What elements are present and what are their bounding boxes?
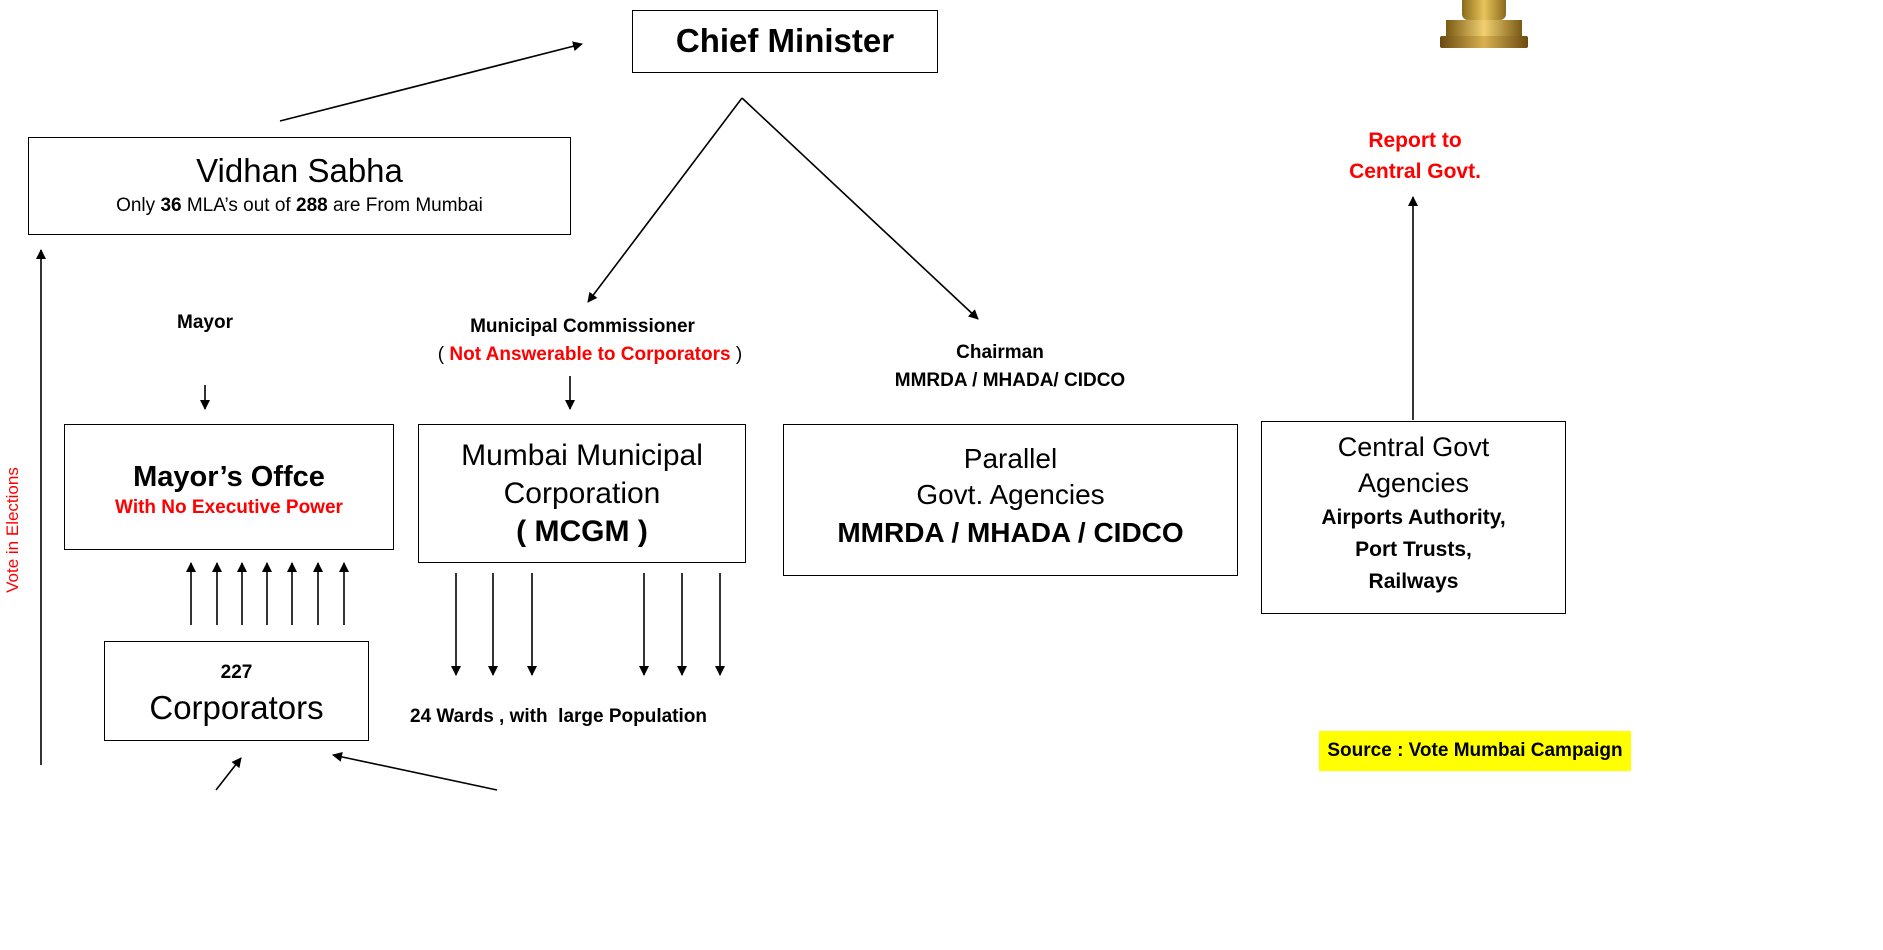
central-line1: Central Govt	[1337, 432, 1490, 462]
corporators-box: 227 Corporators	[104, 641, 369, 741]
mayors-office-title: Mayor’s Offce	[133, 461, 325, 493]
detail-text: are From Mumbai	[327, 195, 483, 216]
vote-in-elections-label: Vote in Elections	[3, 467, 22, 593]
detail-text: Only	[116, 195, 161, 216]
commissioner-label: Municipal Commissioner	[470, 316, 695, 337]
arrow-into-corporators-left	[215, 757, 242, 791]
chief-minister-label: Chief Minister	[675, 22, 895, 59]
total-mla-count: 288	[296, 195, 328, 216]
mcgm-line2: Corporation	[503, 477, 661, 510]
paren: )	[730, 344, 743, 365]
central-agencies-box: Central Govt Agencies Airports Authority…	[1261, 421, 1566, 614]
central-line5: Railways	[1368, 570, 1459, 593]
commissioner-note: ( Not Answerable to Corporators )	[360, 344, 820, 366]
parallel-agencies-box: Parallel Govt. Agencies MMRDA / MHADA / …	[783, 424, 1238, 576]
mayors-office-sub: With No Executive Power	[115, 497, 343, 518]
mcgm-line1: Mumbai Municipal	[461, 439, 703, 472]
chief-minister-box: Chief Minister	[632, 10, 938, 73]
chairman-label: Chairman	[956, 342, 1044, 363]
arrow-cm-to-commissioner	[587, 97, 743, 303]
arrow-cm-to-chairman	[741, 97, 979, 320]
mla-count: 36	[160, 195, 182, 216]
vidhan-sabha-title: Vidhan Sabha	[196, 152, 403, 189]
source-badge: Source : Vote Mumbai Campaign	[1319, 731, 1631, 771]
wards-label: 24 Wards , with large Population	[410, 706, 708, 727]
paren: (	[437, 344, 450, 365]
central-line4: Port Trusts,	[1355, 538, 1472, 561]
mcgm-box: Mumbai Municipal Corporation ( MCGM )	[418, 424, 746, 563]
vidhan-sabha-detail: Only 36 MLA’s out of 288 are From Mumbai	[29, 194, 570, 218]
trophy-image	[1440, 0, 1528, 50]
central-govt-label: Central Govt.	[1349, 160, 1481, 183]
mayor-label: Mayor	[177, 312, 233, 333]
mcgm-line3: ( MCGM )	[516, 515, 648, 548]
corporators-count: 227	[220, 662, 253, 683]
parallel-line2: Govt. Agencies	[916, 479, 1105, 510]
report-to-label: Report to	[1368, 129, 1462, 152]
corporators-label: Corporators	[149, 689, 324, 726]
parallel-line3: MMRDA / MHADA / CIDCO	[837, 517, 1184, 548]
central-line3: Airports Authority,	[1321, 506, 1506, 529]
arrow-into-corporators-right	[332, 751, 498, 791]
not-answerable-note: Not Answerable to Corporators	[449, 344, 731, 365]
vidhan-sabha-box: Vidhan Sabha Only 36 MLA’s out of 288 ar…	[28, 137, 571, 235]
central-line2: Agencies	[1357, 468, 1470, 498]
mayors-office-box: Mayor’s Offce With No Executive Power	[64, 424, 394, 550]
detail-text: MLA’s out of	[181, 195, 296, 216]
arrow-vidhan-to-cm	[279, 41, 583, 122]
parallel-line1: Parallel	[963, 443, 1058, 474]
chairman-agencies: MMRDA / MHADA/ CIDCO	[894, 370, 1126, 391]
